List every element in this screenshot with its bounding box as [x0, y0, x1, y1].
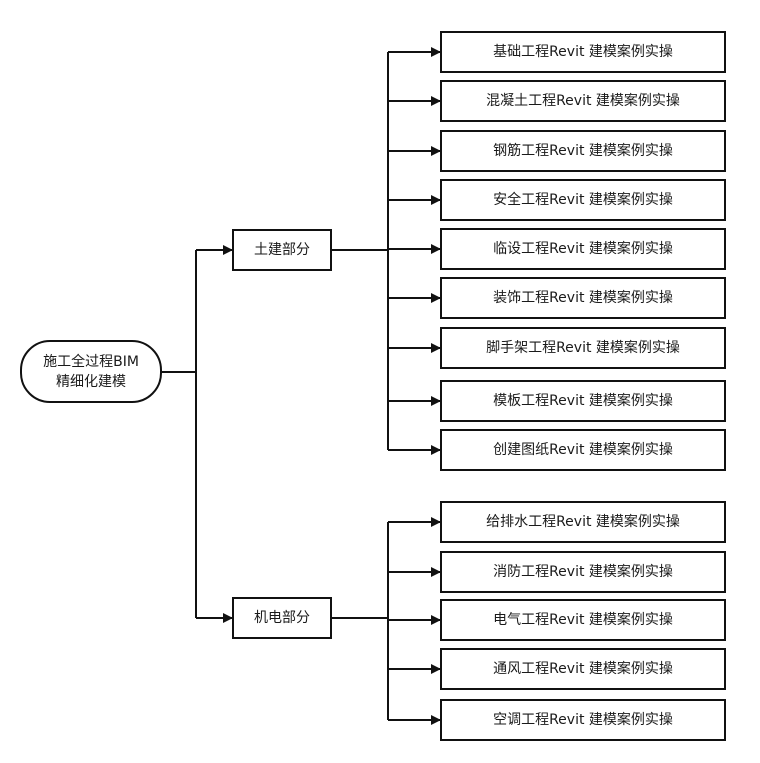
leaf-node: 电气工程Revit 建模案例实操 [440, 599, 726, 641]
leaf-label: 安全工程Revit 建模案例实操 [493, 192, 673, 208]
branch-node-civil: 土建部分 [232, 229, 332, 271]
leaf-label: 装饰工程Revit 建模案例实操 [493, 290, 673, 306]
leaf-label: 创建图纸Revit 建模案例实操 [493, 442, 673, 458]
leaf-label: 混凝土工程Revit 建模案例实操 [486, 93, 680, 109]
branch-node-mep: 机电部分 [232, 597, 332, 639]
leaf-label: 消防工程Revit 建模案例实操 [493, 564, 673, 580]
root-label-line1: 施工全过程BIM [43, 353, 139, 370]
leaf-node: 混凝土工程Revit 建模案例实操 [440, 80, 726, 122]
leaf-node: 基础工程Revit 建模案例实操 [440, 31, 726, 73]
leaf-node: 给排水工程Revit 建模案例实操 [440, 501, 726, 543]
leaf-label: 基础工程Revit 建模案例实操 [493, 44, 673, 60]
leaf-node: 消防工程Revit 建模案例实操 [440, 551, 726, 593]
root-node: 施工全过程BIM 精细化建模 [20, 340, 162, 403]
leaf-node: 装饰工程Revit 建模案例实操 [440, 277, 726, 319]
leaf-node: 空调工程Revit 建模案例实操 [440, 699, 726, 741]
leaf-label: 电气工程Revit 建模案例实操 [493, 612, 673, 628]
branch-label: 土建部分 [254, 242, 310, 258]
leaf-label: 模板工程Revit 建模案例实操 [493, 393, 673, 409]
leaf-label: 空调工程Revit 建模案例实操 [493, 712, 673, 728]
leaf-node: 脚手架工程Revit 建模案例实操 [440, 327, 726, 369]
leaf-node: 通风工程Revit 建模案例实操 [440, 648, 726, 690]
leaf-label: 通风工程Revit 建模案例实操 [493, 661, 673, 677]
leaf-node: 安全工程Revit 建模案例实操 [440, 179, 726, 221]
leaf-node: 临设工程Revit 建模案例实操 [440, 228, 726, 270]
leaf-label: 临设工程Revit 建模案例实操 [493, 241, 673, 257]
leaf-label: 脚手架工程Revit 建模案例实操 [486, 340, 680, 356]
leaf-node: 钢筋工程Revit 建模案例实操 [440, 130, 726, 172]
branch-label: 机电部分 [254, 610, 310, 626]
leaf-node: 创建图纸Revit 建模案例实操 [440, 429, 726, 471]
leaf-node: 模板工程Revit 建模案例实操 [440, 380, 726, 422]
leaf-label: 给排水工程Revit 建模案例实操 [486, 514, 680, 530]
leaf-label: 钢筋工程Revit 建模案例实操 [493, 143, 673, 159]
root-label-line2: 精细化建模 [56, 373, 126, 390]
